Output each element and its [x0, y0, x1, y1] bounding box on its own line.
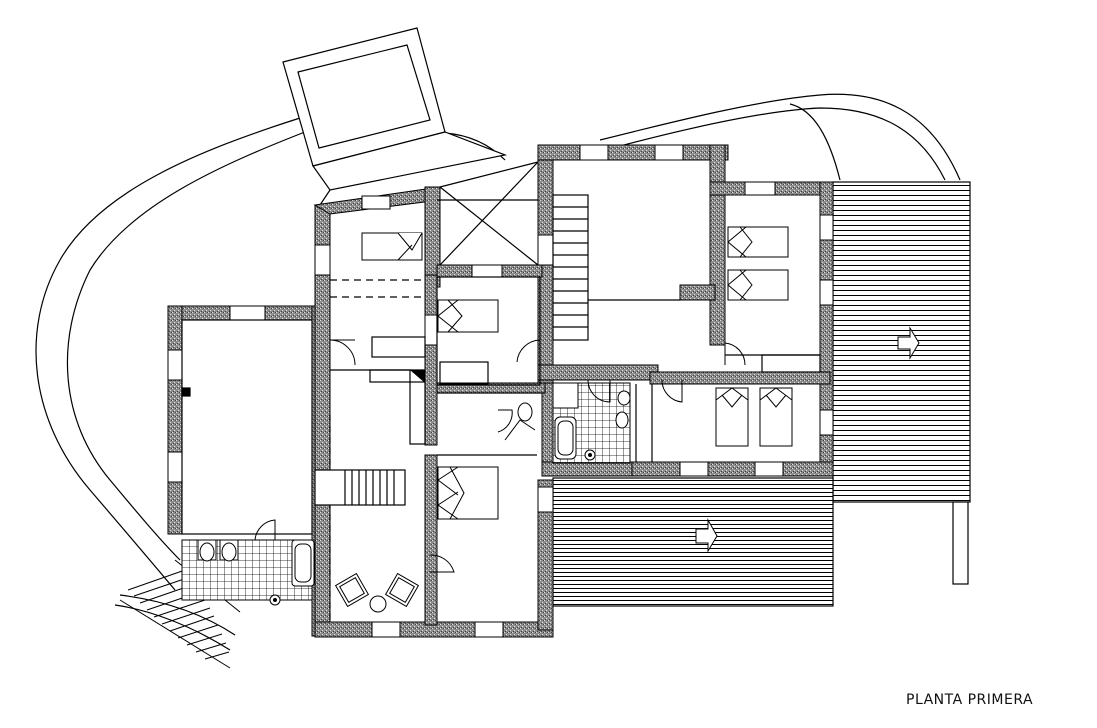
bed-right-3 — [715, 387, 749, 447]
bed-top-left — [361, 232, 423, 261]
bathrooms — [181, 382, 631, 606]
drawing-caption: PLANTA PRIMERA — [906, 692, 1034, 708]
windows — [167, 144, 834, 638]
bed-center-upper — [437, 299, 499, 333]
deck-upper — [832, 181, 971, 585]
deck-lower — [552, 477, 834, 607]
bed-center-lower — [437, 466, 499, 520]
bed-right-4 — [759, 387, 793, 447]
landscape-paths — [35, 93, 961, 651]
bed-right-2 — [727, 269, 789, 301]
interior-lines — [181, 161, 821, 620]
pool — [282, 27, 508, 206]
stair-arrow-marker — [410, 370, 425, 383]
bed-right-1 — [727, 226, 789, 258]
beds — [361, 226, 793, 520]
living-furniture — [334, 572, 420, 613]
doors — [254, 339, 746, 573]
